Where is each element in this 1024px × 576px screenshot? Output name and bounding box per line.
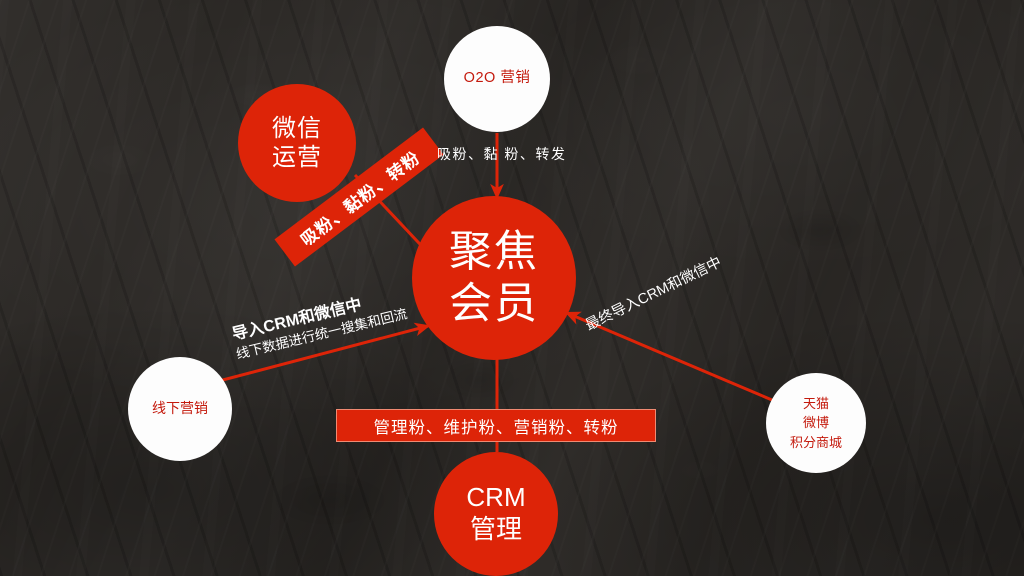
node-offline-label: 线下营销 [152, 400, 208, 417]
banner-bottom-bar: 管理粉、维护粉、营销粉、转粉 [336, 409, 656, 442]
node-hub-focus-member[interactable]: 聚焦 会员 [412, 196, 576, 360]
label-right-flow: 最终导入CRM和微信中 [583, 254, 725, 335]
node-tmall-line-3: 积分商城 [789, 434, 842, 450]
node-tmall-line-2: 微博 [802, 415, 829, 431]
hub-line-1: 聚焦 [449, 227, 539, 276]
node-tmall-weibo-mall[interactable]: 天猫 微博 积分商城 [766, 373, 866, 473]
node-crm-line-1: CRM [466, 482, 526, 513]
node-o2o-marketing[interactable]: O2O 营销 [444, 26, 550, 132]
node-o2o-label: O2O 营销 [463, 70, 531, 87]
label-o2o-flow: 吸粉、黏 粉、转发 [437, 146, 567, 162]
node-offline-marketing[interactable]: 线下营销 [128, 357, 232, 461]
node-wechat-line-1: 微信 [272, 114, 322, 142]
node-wechat-operations[interactable]: 微信 运营 [238, 84, 356, 202]
node-tmall-line-1: 天猫 [802, 395, 829, 411]
node-crm-line-2: 管理 [469, 514, 522, 544]
hub-line-2: 会员 [449, 280, 539, 328]
node-wechat-line-2: 运营 [272, 144, 322, 171]
node-crm-management[interactable]: CRM 管理 [434, 452, 558, 576]
